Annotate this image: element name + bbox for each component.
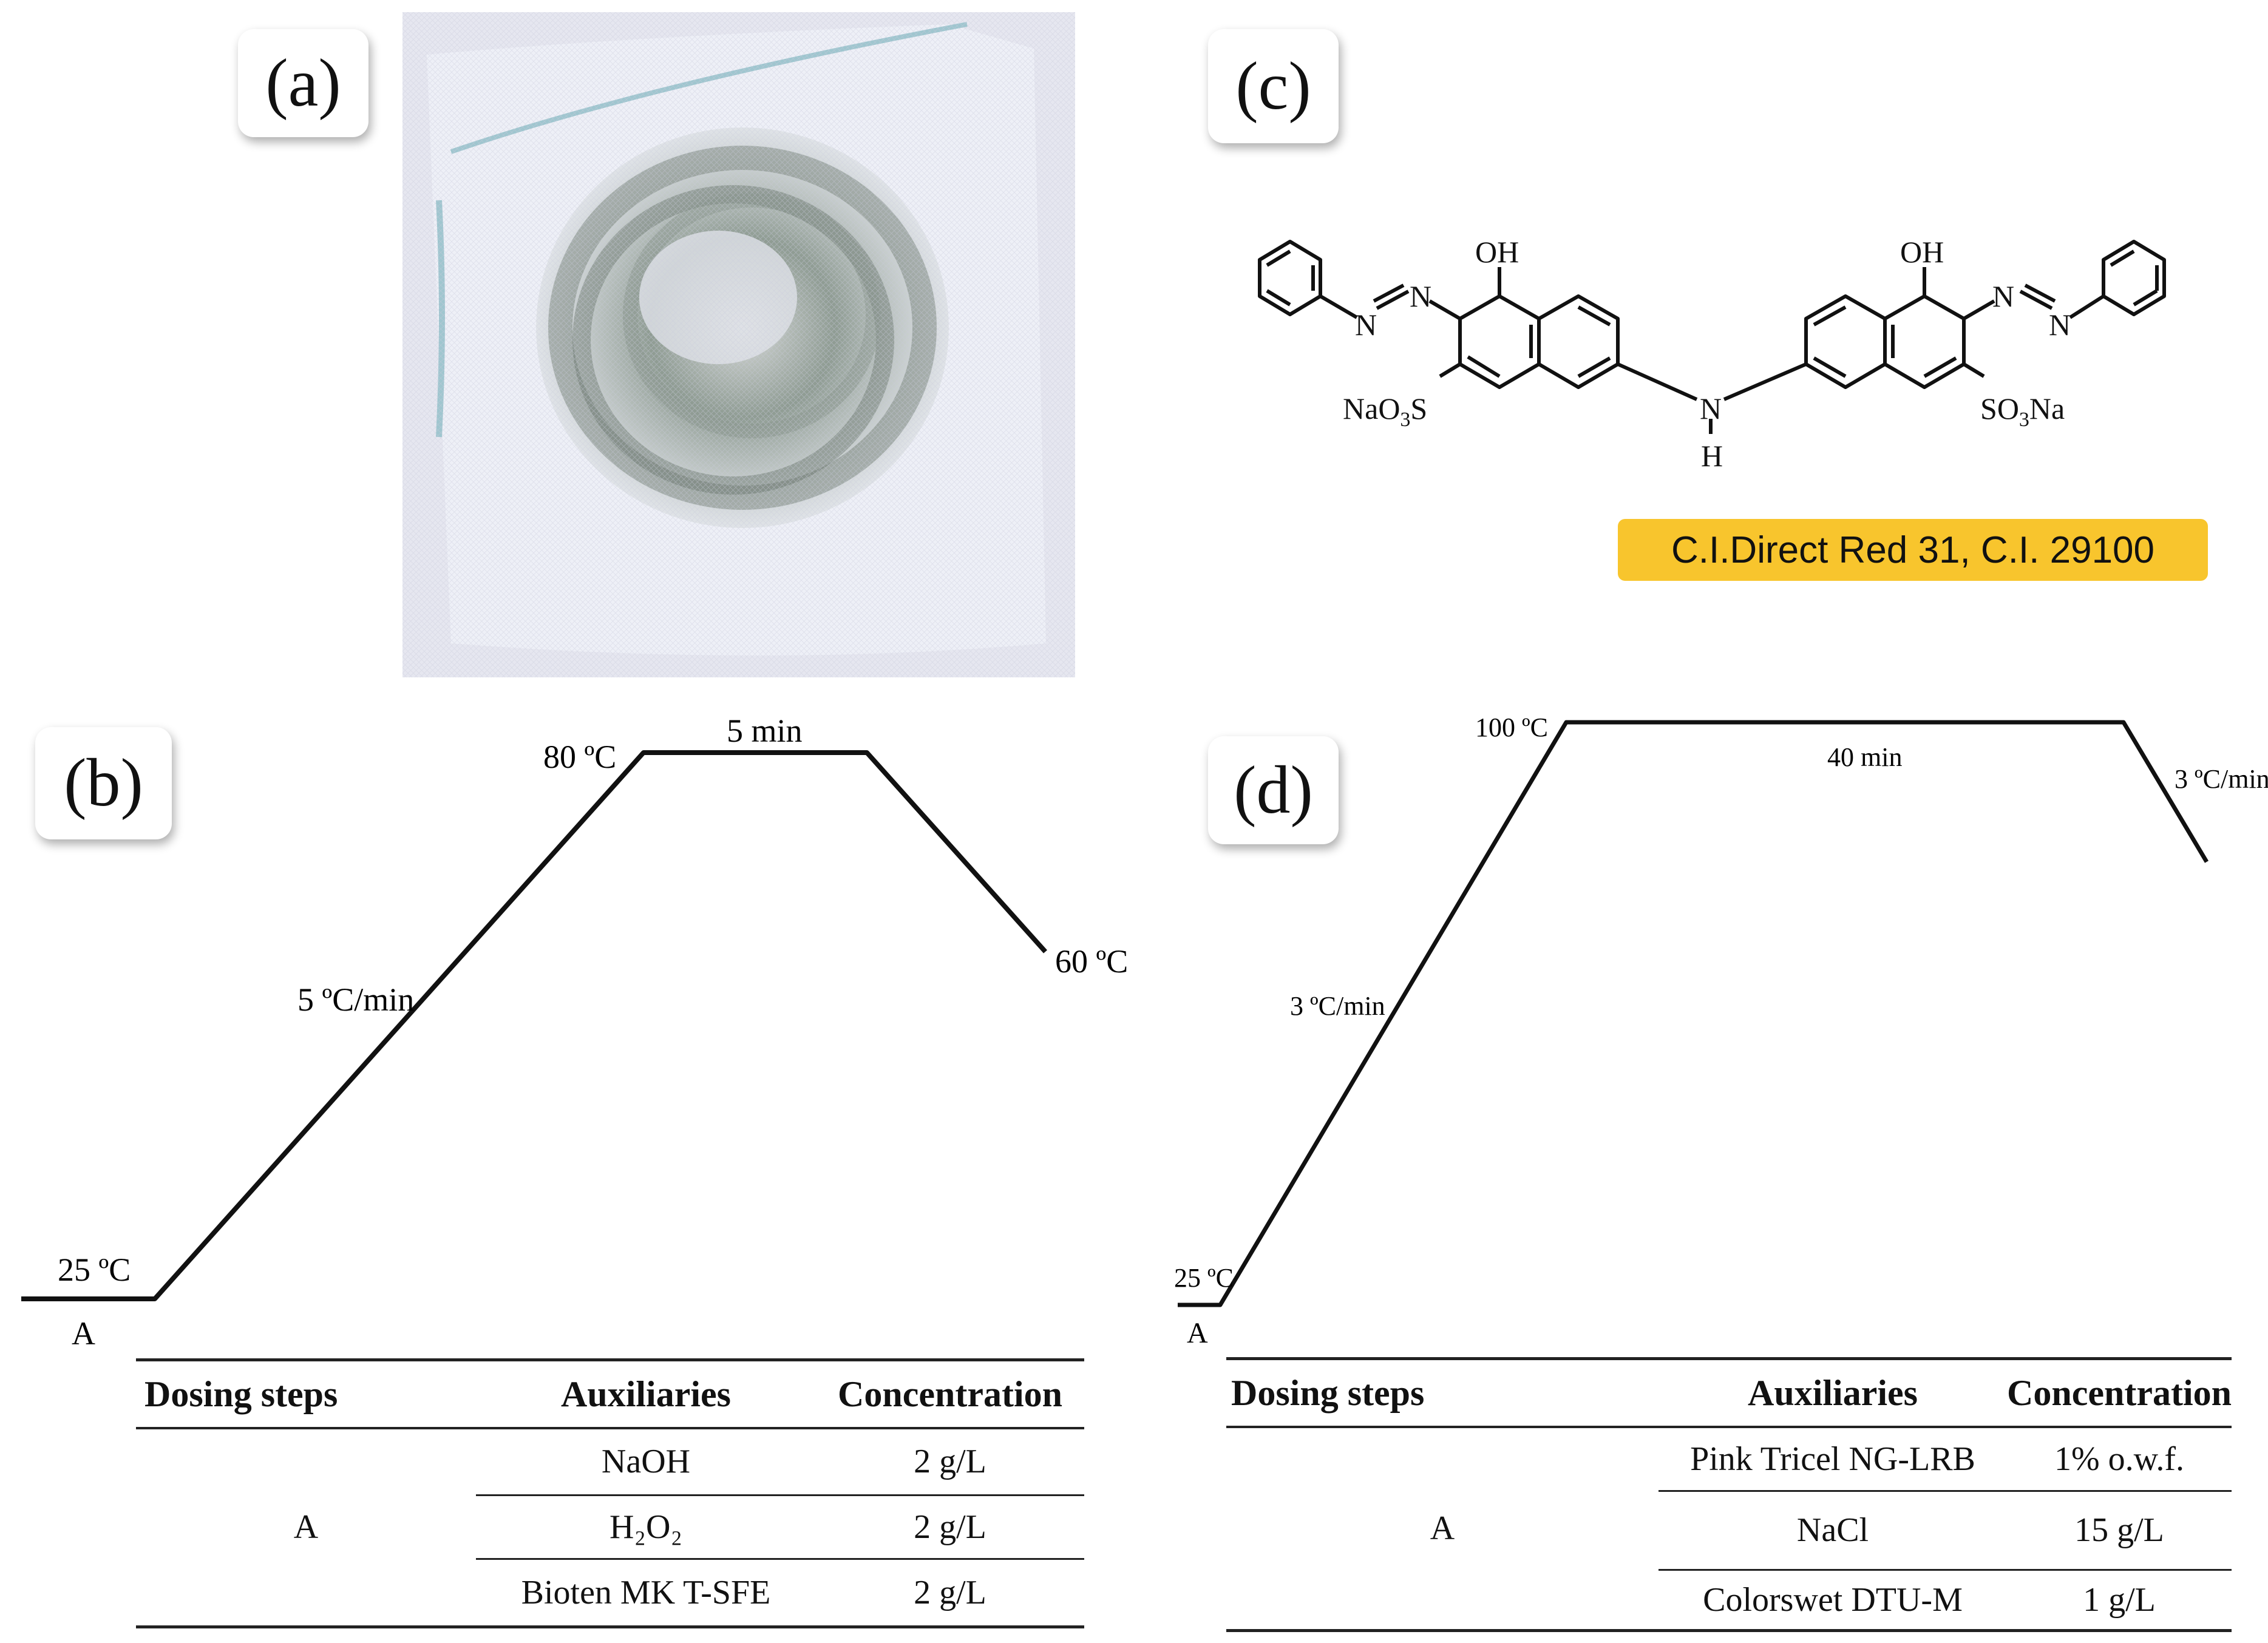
dosing-step-cell: A [1430, 1509, 1455, 1548]
profile-b-end-temp: 60 ºC [1055, 943, 1128, 980]
panel-label-a: (a) [238, 29, 368, 137]
dosing-table-b: Dosing steps Auxiliaries Concentration A… [136, 1358, 1084, 1628]
profile-b-curve [21, 750, 1047, 1301]
profile-b-dose-marker: A [72, 1315, 95, 1352]
concentration-cell: 2 g/L [816, 1495, 1084, 1560]
profile-d-chart: 25 ºC A 3 ºC/min 100 ºC 40 min 3 ºC/min [1174, 713, 2268, 1349]
profile-d-curve [1178, 720, 2209, 1307]
atom-oh-right: OH [1900, 235, 1944, 269]
auxiliary-cell: Colorswet DTU-M [1703, 1580, 1963, 1619]
auxiliary-cell: Pink Tricel NG-LRB [1659, 1427, 2007, 1492]
fiber-sample-photo [402, 12, 1075, 677]
auxiliary-cell: Bioten MK T-SFE [521, 1573, 771, 1611]
atom-oh-left: OH [1475, 235, 1519, 269]
dosing-step-cell: A [293, 1508, 319, 1546]
panel-label-d: (d) [1208, 736, 1339, 844]
atom-n-right-1: N [1992, 279, 2014, 313]
profile-d-dose-marker: A [1187, 1317, 1208, 1349]
atom-n-right-2: N [2049, 308, 2071, 342]
panel-label-b: (b) [35, 727, 172, 839]
auxiliary-cell: NaCl [1659, 1491, 2007, 1571]
profile-d-ramp-rate: 3 ºC/min [1290, 991, 1385, 1021]
profile-d-start-temp: 25 ºC [1174, 1263, 1234, 1293]
concentration-cell: 2 g/L [914, 1573, 986, 1611]
atom-n-left-1: N [1355, 308, 1377, 342]
header-dosing-steps: Dosing steps [1231, 1372, 1425, 1413]
profile-b-ramp-rate: 5 ºC/min [297, 981, 414, 1018]
header-concentration: Concentration [838, 1374, 1062, 1414]
table-row: Colorswet DTU-M 1 g/L [1226, 1570, 2232, 1630]
profile-d-peak-temp: 100 ºC [1475, 713, 1548, 742]
atom-h-bridge: H [1701, 439, 1723, 473]
table-row: A NaOH 2 g/L [136, 1428, 1084, 1546]
sulfonate-right: SO3Na [1980, 391, 2065, 431]
table-row: H₂O₂ 2 g/L [136, 1495, 1084, 1560]
profile-d-hold-time: 40 min [1827, 742, 1902, 772]
profile-b-hold-time: 5 min [727, 713, 803, 749]
concentration-cell: 1% o.w.f. [2007, 1427, 2232, 1492]
concentration-cell: 2 g/L [816, 1428, 1084, 1496]
profile-b-chart: 25 ºC A 5 ºC/min 80 ºC 5 min 60 ºC [21, 713, 1128, 1352]
header-concentration: Concentration [2007, 1372, 2232, 1413]
table-header-row: Dosing steps Auxiliaries Concentration [136, 1360, 1084, 1428]
concentration-cell: 1 g/L [2083, 1580, 2156, 1619]
dosing-table-d: Dosing steps Auxiliaries Concentration A… [1226, 1357, 2232, 1632]
profile-d-cool-rate: 3 ºC/min [2175, 764, 2268, 794]
dye-name-label: C.I.Direct Red 31, C.I. 29100 [1618, 519, 2208, 581]
header-auxiliaries: Auxiliaries [1748, 1372, 1918, 1413]
profile-b-start-temp: 25 ºC [58, 1252, 131, 1288]
atom-n-left-2: N [1410, 279, 1431, 313]
profile-b-peak-temp: 80 ºC [543, 739, 616, 775]
table-row: Bioten MK T-SFE 2 g/L [136, 1559, 1084, 1627]
table-row: A Pink Tricel NG-LRB 1% o.w.f. [1226, 1427, 2232, 1547]
dye-chemical-structure: OH OH N N N N N H NaO3S SO3Na [1258, 235, 2166, 473]
concentration-cell: 15 g/L [2007, 1491, 2232, 1571]
table-row: NaCl 15 g/L [1226, 1491, 2232, 1571]
mesh-bag-illustration [402, 12, 1075, 677]
panel-label-c: (c) [1208, 29, 1339, 143]
auxiliary-cell: H₂O₂ [476, 1495, 816, 1560]
header-auxiliaries: Auxiliaries [561, 1374, 731, 1414]
atom-n-bridge: N [1700, 391, 1722, 425]
sulfonate-left: NaO3S [1343, 391, 1427, 431]
header-dosing-steps: Dosing steps [144, 1374, 338, 1414]
auxiliary-cell: NaOH [476, 1428, 816, 1496]
table-header-row: Dosing steps Auxiliaries Concentration [1226, 1358, 2232, 1427]
